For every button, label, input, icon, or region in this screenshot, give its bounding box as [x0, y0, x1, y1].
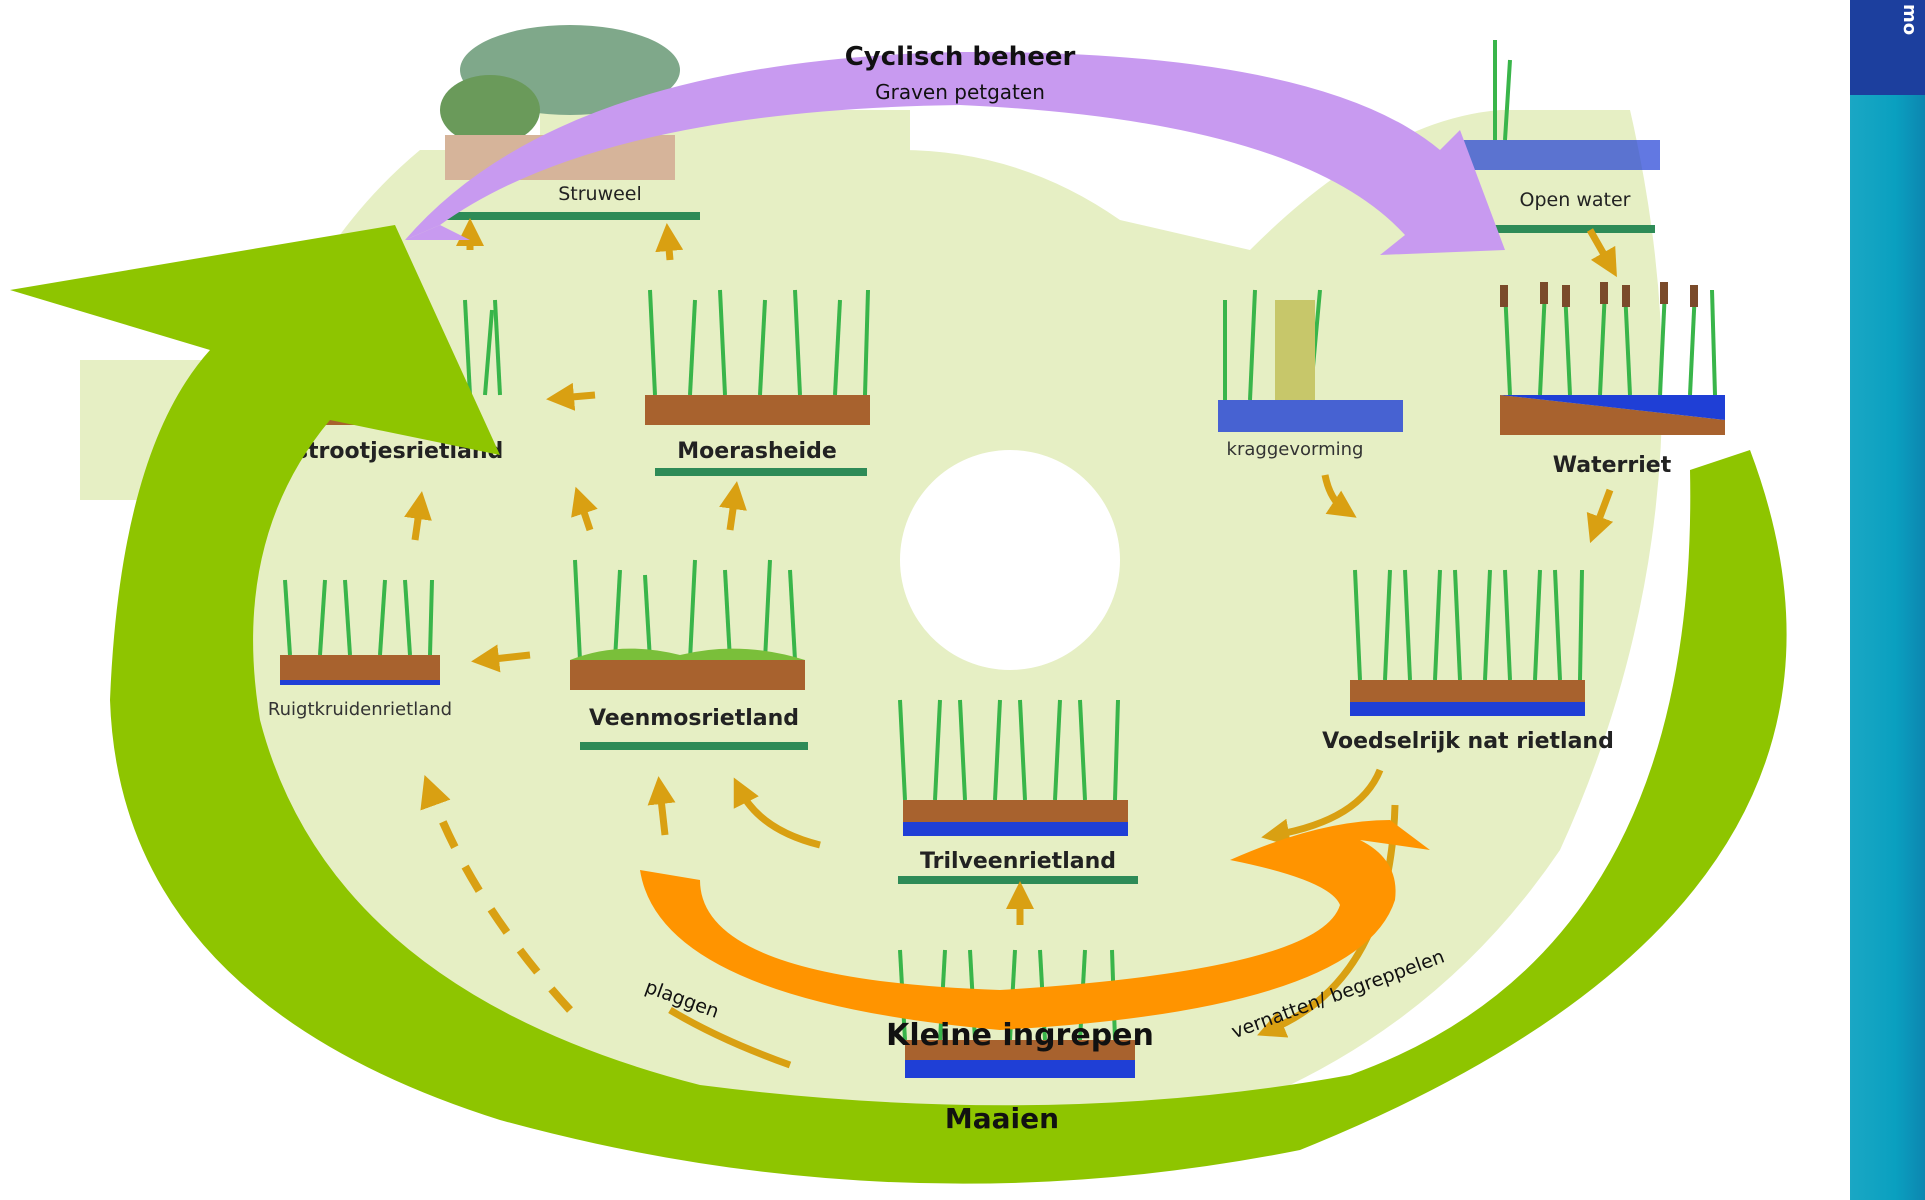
sidebar-strip — [1850, 0, 1925, 1200]
voedselrijk-water — [1350, 702, 1585, 716]
label-trilveenrietland: Trilveenrietland — [920, 849, 1116, 874]
waterriet-soil — [1500, 395, 1725, 435]
ruigtkruiden-water — [280, 680, 440, 685]
arc-maaien — [10, 225, 1787, 1184]
open-water-body — [1460, 140, 1660, 170]
arc-cyclisch-beheer — [405, 51, 1505, 255]
moerasheide-soil — [645, 395, 870, 425]
underline-trilveenrietland — [898, 876, 1138, 884]
label-kleine-ingrepen: Kleine ingrepen — [886, 1018, 1154, 1053]
stage-ruigtkruidenrietland: Ruigtkruidenrietland — [268, 579, 452, 720]
label-cyclisch-beheer: Cyclisch beheer — [845, 42, 1076, 72]
underline-moerasheide — [655, 468, 867, 476]
voedselrijk-soil — [1350, 680, 1585, 702]
trilveen-water — [903, 822, 1128, 836]
veenmos-moss — [570, 648, 805, 660]
kragge-water — [1218, 400, 1403, 432]
arc-cyclisch-tail — [405, 225, 470, 240]
stage-open-water: Open water — [1460, 40, 1660, 233]
shrub-bush — [440, 75, 540, 145]
trilveen-soil — [903, 800, 1128, 822]
sidebar-header — [1850, 0, 1925, 95]
sidebar-label: mo — [1899, 4, 1920, 36]
label-ruigtkruidenrietland: Ruigtkruidenrietland — [268, 699, 452, 720]
succession-arrows — [404, 218, 1617, 925]
stage-kraggevorming: kraggevorming — [1218, 289, 1403, 460]
vernatten-arrow — [1257, 804, 1399, 1038]
stage-trilveenrietland: Trilveenrietland — [898, 699, 1138, 884]
arc-kleine-ingrepen — [640, 820, 1430, 1030]
bottom-water — [905, 1060, 1135, 1078]
ruigtkruiden-soil — [280, 655, 440, 680]
label-struweel: Struweel — [558, 183, 642, 205]
label-graven-petgaten: Graven petgaten — [875, 80, 1045, 104]
label-waterriet: Waterriet — [1553, 453, 1672, 478]
veenmos-soil — [570, 660, 805, 690]
label-voedselrijk: Voedselrijk nat rietland — [1322, 729, 1614, 754]
stage-waterriet: Waterriet — [1500, 282, 1725, 478]
stage-moerasheide: Moerasheide — [645, 289, 870, 476]
underline-struweel — [445, 212, 700, 220]
stage-veenmosrietland: Veenmosrietland — [570, 559, 808, 750]
waterriet-water — [1500, 395, 1725, 420]
underline-veenmosrietland — [580, 742, 808, 750]
underline-open-water — [1460, 225, 1655, 233]
label-moerasheide: Moerasheide — [677, 439, 837, 464]
stage-voedselrijk: Voedselrijk nat rietland — [1322, 569, 1614, 754]
label-veenmosrietland: Veenmosrietland — [589, 706, 799, 731]
label-kraggevorming: kraggevorming — [1227, 439, 1364, 460]
label-maaien: Maaien — [945, 1102, 1059, 1135]
plaggen-arrow — [668, 1006, 792, 1069]
label-open-water: Open water — [1520, 189, 1631, 211]
bottom-soil — [905, 1040, 1135, 1060]
